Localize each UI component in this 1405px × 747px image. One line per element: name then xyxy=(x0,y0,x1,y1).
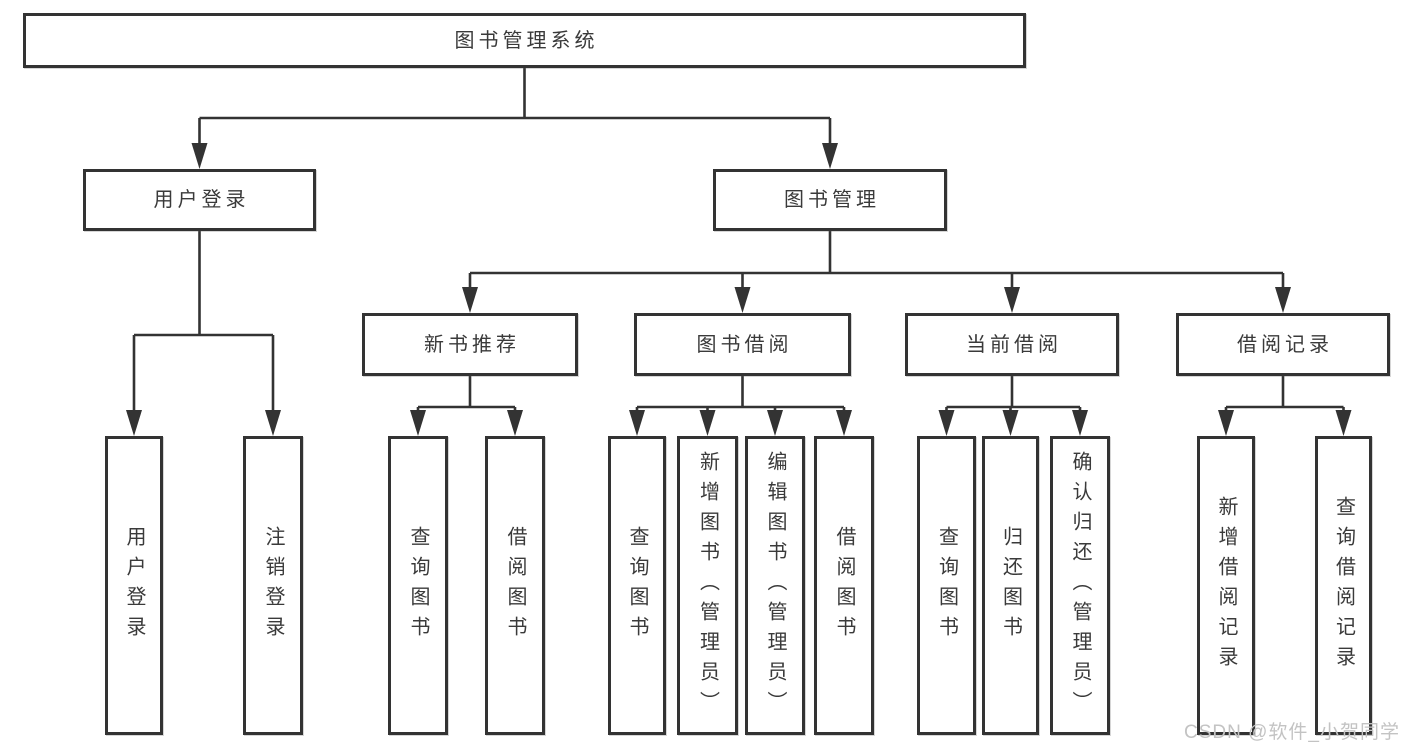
watermark: CSDN @软件_小贺同学 xyxy=(1184,722,1400,743)
node-user-login: 用户登录 xyxy=(83,169,316,231)
node-edit-books-admin: 编辑图书（管理员） xyxy=(745,436,805,735)
node-add-books-admin: 新增图书（管理员） xyxy=(677,436,738,735)
node-label: 图书管理系统 xyxy=(454,29,599,52)
node-label: 查询图书 xyxy=(626,525,648,646)
node-label: 当前借阅 xyxy=(966,333,1062,356)
arrowhead-query-books-recommend xyxy=(410,410,426,436)
node-add-borrow-record: 新增借阅记录 xyxy=(1197,436,1255,735)
node-label: 借阅图书 xyxy=(504,525,526,646)
arrowhead-query-borrow-record xyxy=(1335,410,1352,436)
node-query-borrow-record: 查询借阅记录 xyxy=(1315,436,1372,735)
arrowhead-query-books-current xyxy=(938,410,955,436)
node-return-books: 归还图书 xyxy=(982,436,1039,735)
node-logout: 注销登录 xyxy=(243,436,303,735)
node-borrow-records: 借阅记录 xyxy=(1176,313,1390,376)
arrowhead-confirm-return-admin xyxy=(1072,410,1088,436)
node-label: 查询图书 xyxy=(407,525,429,646)
node-book-borrowing: 图书借阅 xyxy=(634,313,851,376)
node-confirm-return-admin: 确认归还（管理员） xyxy=(1050,436,1110,735)
arrowhead-borrow-books-recommend xyxy=(507,410,523,436)
node-label: 新增借阅记录 xyxy=(1215,495,1237,676)
node-label: 新增图书（管理员） xyxy=(696,450,719,721)
node-label: 借阅图书 xyxy=(833,525,855,646)
node-user-login-leaf: 用户登录 xyxy=(105,436,163,735)
node-label: 图书管理 xyxy=(784,189,880,211)
node-label: 图书借阅 xyxy=(696,333,793,356)
arrowhead-new-book-recommend xyxy=(462,287,478,313)
node-query-books-recommend: 查询图书 xyxy=(388,436,448,735)
node-label: 归还图书 xyxy=(999,525,1022,646)
node-new-book-recommend: 新书推荐 xyxy=(362,313,578,376)
node-label: 编辑图书（管理员） xyxy=(764,450,786,721)
node-label: 用户登录 xyxy=(123,525,145,646)
arrowhead-borrow-records xyxy=(1275,287,1291,313)
arrowhead-book-management xyxy=(822,143,838,169)
node-root: 图书管理系统 xyxy=(23,13,1026,68)
node-book-management: 图书管理 xyxy=(713,169,947,231)
arrowhead-user-login-leaf xyxy=(126,410,142,436)
arrowhead-borrow-books xyxy=(836,410,852,436)
node-label: 新书推荐 xyxy=(424,333,520,356)
node-borrow-books-recommend: 借阅图书 xyxy=(485,436,545,735)
node-label: 确认归还（管理员） xyxy=(1069,450,1091,721)
arrowhead-edit-books-admin xyxy=(767,410,783,436)
arrowhead-logout xyxy=(265,410,281,436)
arrowhead-return-books xyxy=(1002,410,1019,436)
node-current-borrowing: 当前借阅 xyxy=(905,313,1119,376)
node-label: 查询图书 xyxy=(935,525,958,646)
node-borrow-books: 借阅图书 xyxy=(814,436,874,735)
arrowhead-add-borrow-record xyxy=(1218,410,1234,436)
node-label: 查询借阅记录 xyxy=(1332,495,1355,676)
node-label: 用户登录 xyxy=(153,189,250,211)
node-label: 注销登录 xyxy=(262,525,284,646)
arrowhead-current-borrowing xyxy=(1004,287,1020,313)
node-query-books-current: 查询图书 xyxy=(917,436,976,735)
node-query-books-borrowing: 查询图书 xyxy=(608,436,666,735)
arrowhead-user-login xyxy=(191,143,208,169)
node-label: 借阅记录 xyxy=(1237,333,1333,356)
arrowhead-query-books-borrowing xyxy=(629,410,645,436)
arrowhead-book-borrowing xyxy=(734,287,751,313)
arrowhead-add-books-admin xyxy=(699,410,716,436)
